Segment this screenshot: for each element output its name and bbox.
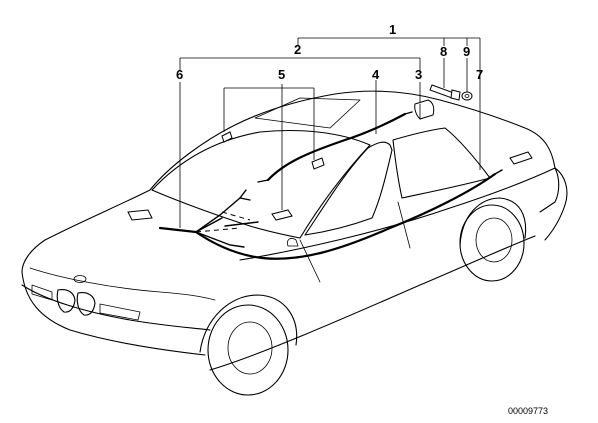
front-face-line	[29, 267, 216, 301]
rear-hubcap	[475, 217, 513, 263]
callout-8: 8	[440, 44, 447, 59]
part-3-connector	[414, 99, 435, 120]
roof-harness	[266, 112, 407, 182]
branch-fork-2	[239, 197, 251, 201]
sunroof-outline	[254, 97, 361, 129]
branch-up-left	[195, 197, 241, 233]
windshield-outline	[151, 129, 371, 239]
dashed-run-2	[221, 211, 251, 221]
front-module	[127, 209, 153, 221]
roof-harness-end	[257, 179, 269, 183]
front-wheel-arch	[199, 294, 298, 353]
document-number: 00009773	[508, 406, 548, 416]
part-7-block	[509, 151, 533, 165]
components	[127, 84, 533, 221]
callout-7: 7	[476, 67, 483, 82]
front-harness	[158, 226, 198, 234]
callout-2: 2	[294, 42, 301, 57]
dashed-run-1	[195, 227, 241, 233]
leader-lines	[179, 37, 481, 228]
part-8-bolt	[429, 84, 461, 101]
part-9-washer	[461, 91, 473, 101]
lower-body-line	[21, 271, 206, 356]
callout-4: 4	[372, 67, 380, 82]
callout-9: 9	[463, 44, 470, 59]
grille-right	[76, 292, 96, 316]
branch-right	[195, 217, 223, 233]
callout-3: 3	[415, 67, 422, 82]
front-hubcap	[227, 321, 273, 375]
harness-tail-rear	[494, 169, 503, 175]
callout-6: 6	[176, 67, 183, 82]
roof-outline	[149, 90, 556, 191]
belt-line	[239, 167, 560, 261]
front-wheel	[207, 304, 289, 396]
door-line-front	[299, 239, 321, 283]
part-5-lamp-a	[221, 131, 233, 143]
hood-outline	[21, 189, 151, 273]
callout-5: 5	[278, 67, 285, 82]
part-5-module-front	[271, 209, 293, 221]
headlight-left	[31, 284, 53, 301]
rear-outline	[544, 167, 568, 241]
side-mirror	[287, 238, 299, 247]
door-line-rear	[397, 201, 411, 249]
branch-to-5	[224, 221, 259, 227]
badge-logo	[73, 275, 87, 283]
car-body	[21, 90, 568, 396]
grille-left	[56, 289, 76, 313]
callout-1: 1	[389, 22, 396, 37]
front-bumper	[21, 284, 211, 331]
headlight-right	[99, 303, 141, 321]
wiring-harness	[158, 111, 503, 260]
roof-harness-tip	[404, 111, 413, 115]
front-side-window	[304, 141, 393, 236]
branch-fork-1	[239, 189, 247, 199]
side-sill	[209, 235, 536, 371]
part-5-lamp-b	[311, 157, 325, 170]
main-harness	[194, 172, 497, 260]
rear-wheel	[459, 204, 525, 282]
branch-down	[195, 231, 245, 248]
callout-labels: 1 2 3 4 5 6 7 8 9	[176, 22, 483, 82]
